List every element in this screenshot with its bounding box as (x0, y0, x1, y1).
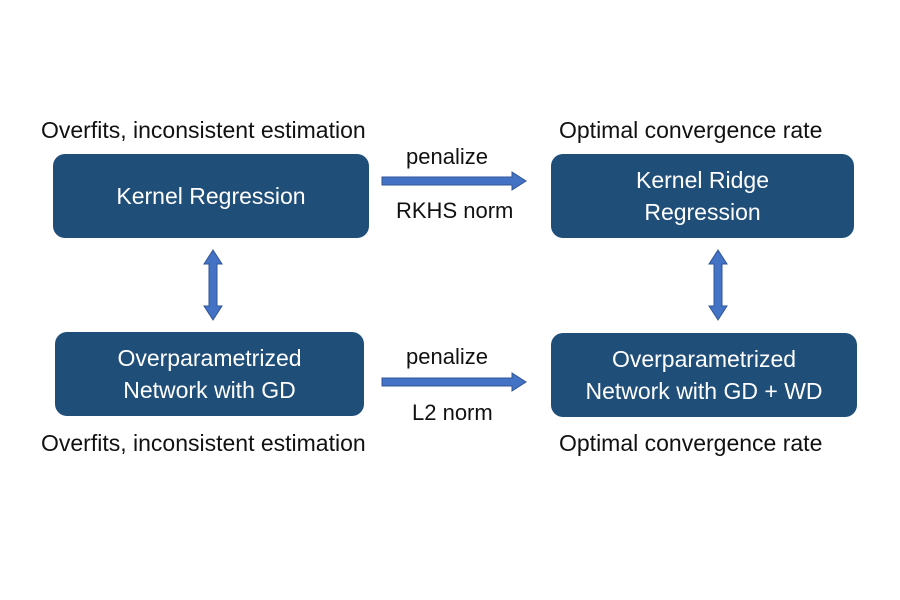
caption-top-left: Overfits, inconsistent estimation (41, 117, 366, 143)
caption-top-right: Optimal convergence rate (559, 117, 823, 143)
box-kernel-regression-line1: Kernel Regression (116, 183, 306, 209)
arrow-double-vertical-left (203, 249, 223, 321)
edge-top-label-below: RKHS norm (396, 198, 514, 223)
box-overparam-network-gd-line2: Network with GD (123, 377, 296, 403)
caption-bottom-right: Optimal convergence rate (559, 430, 823, 456)
box-overparam-network-gd-wd: Overparametrized Network with GD + WD (551, 333, 857, 417)
box-kernel-regression: Kernel Regression (53, 154, 369, 238)
arrow-right-bottom (381, 372, 527, 392)
box-kernel-ridge-regression-line1: Kernel Ridge (636, 167, 769, 193)
box-overparam-network-gd: Overparametrized Network with GD (55, 332, 364, 416)
edge-bottom-label-above: penalize (406, 344, 488, 369)
arrow-right-top (381, 171, 527, 191)
edge-bottom-label-below: L2 norm (412, 400, 493, 425)
edge-top-label-above: penalize (406, 144, 488, 169)
box-kernel-ridge-regression: Kernel Ridge Regression (551, 154, 854, 238)
caption-bottom-left: Overfits, inconsistent estimation (41, 430, 366, 456)
box-kernel-ridge-regression-line2: Regression (644, 199, 761, 225)
box-overparam-network-gd-wd-line2: Network with GD + WD (585, 378, 823, 404)
box-overparam-network-gd-line1: Overparametrized (117, 345, 302, 371)
box-overparam-network-gd-wd-line1: Overparametrized (611, 346, 797, 372)
arrow-double-vertical-right (708, 249, 728, 321)
